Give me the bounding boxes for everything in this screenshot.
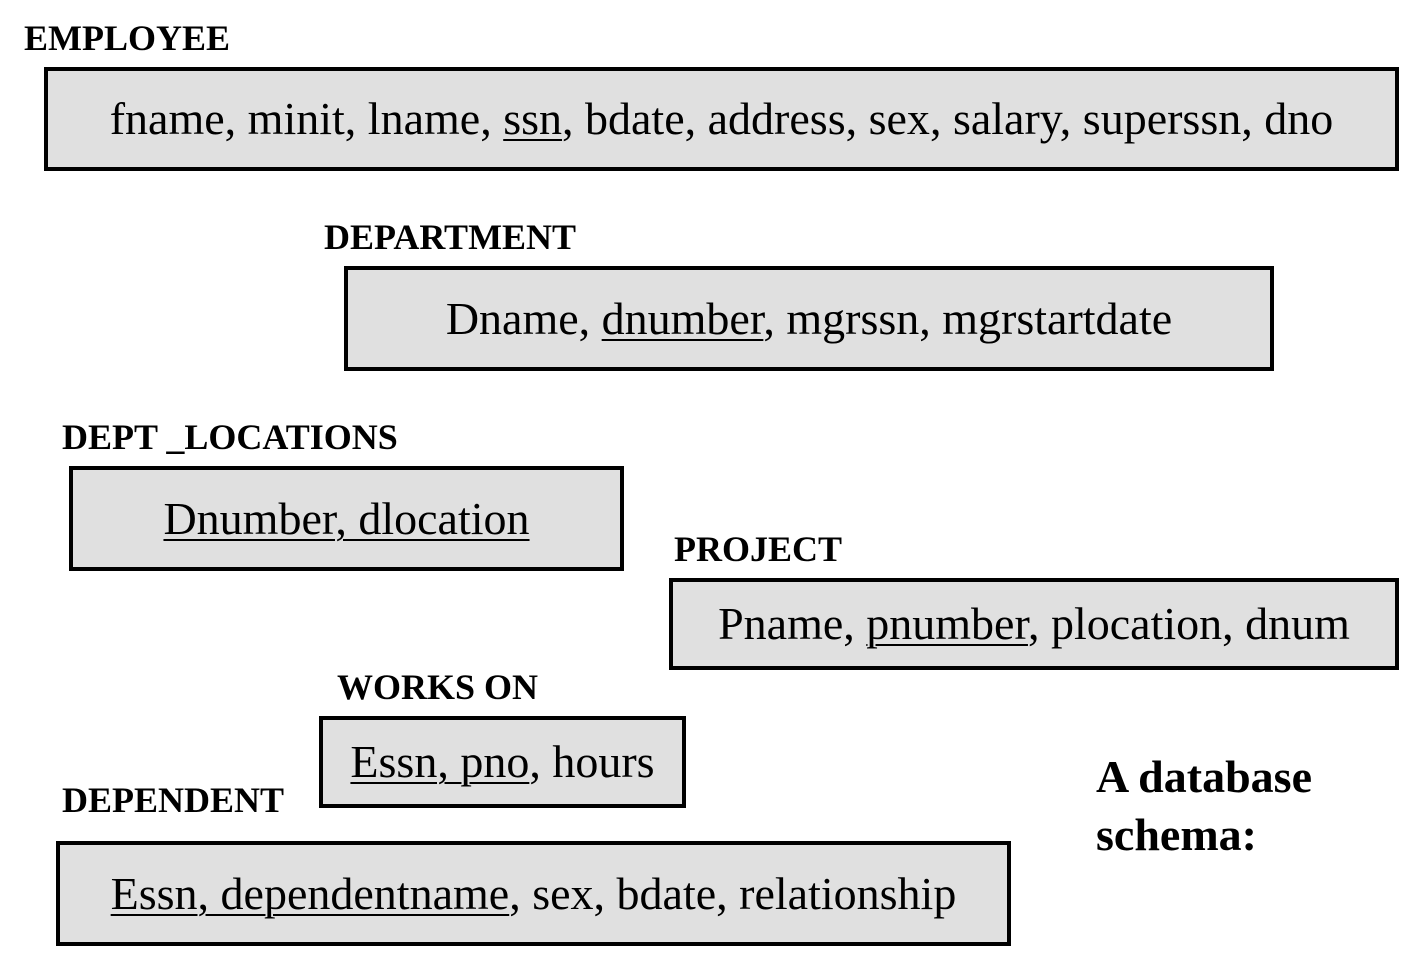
- department-relation-box: Dname, dnumber, mgrssn, mgrstartdate: [344, 266, 1274, 371]
- dept-locations-relation-name: DEPT _LOCATIONS: [62, 417, 398, 457]
- attribute-separator: ,: [1241, 93, 1265, 144]
- attribute-separator: ,: [480, 93, 504, 144]
- attribute: Pname: [718, 598, 844, 649]
- attribute: Dname: [445, 292, 579, 344]
- attribute: dno: [1264, 93, 1334, 144]
- dependent-attribute-list: Essn, dependentname, sex, bdate, relatio…: [110, 867, 957, 919]
- schema-caption: A database schema:: [1096, 751, 1312, 860]
- primary-key-attribute: dnumber: [601, 292, 764, 344]
- attribute: minit: [247, 93, 345, 144]
- works-on-attribute-list: Essn, pno, hours: [350, 739, 654, 785]
- attribute-separator: ,: [919, 292, 943, 344]
- project-attribute-list: Pname, pnumber, plocation, dnum: [718, 601, 1350, 647]
- attribute: hours: [552, 736, 655, 787]
- attribute-separator: ,: [716, 867, 740, 919]
- attribute-separator: ,: [562, 93, 586, 144]
- department-relation-name: DEPARTMENT: [324, 217, 577, 257]
- employee-relation-box: fname, minit, lname, ssn, bdate, address…: [44, 67, 1399, 171]
- works-on-relation-name: WORKS ON: [337, 667, 539, 707]
- dependent-relation-box: Essn, dependentname, sex, bdate, relatio…: [56, 841, 1011, 946]
- attribute-separator: ,: [1059, 93, 1083, 144]
- project-relation-name: PROJECT: [674, 529, 843, 569]
- dept-locations-relation-box: Dnumber, dlocation: [69, 466, 624, 571]
- department-attribute-list: Dname, dnumber, mgrssn, mgrstartdate: [445, 292, 1173, 344]
- attribute-separator: ,: [929, 93, 953, 144]
- attribute-separator: ,: [763, 292, 787, 344]
- attribute-separator: ,: [845, 93, 869, 144]
- attribute: lname: [367, 93, 481, 144]
- attribute-separator: ,: [1222, 598, 1246, 649]
- employee-attribute-list: fname, minit, lname, ssn, bdate, address…: [110, 96, 1334, 142]
- attribute: bdate: [616, 867, 717, 919]
- dependent-relation-name: DEPENDENT: [62, 780, 285, 820]
- attribute: mgrstartdate: [942, 292, 1173, 344]
- attribute: bdate: [585, 93, 685, 144]
- attribute-separator: ,: [684, 93, 708, 144]
- attribute: dnum: [1245, 598, 1350, 649]
- works-on-relation-box: Essn, pno, hours: [319, 716, 686, 808]
- attribute-separator: ,: [843, 598, 867, 649]
- attribute: plocation: [1050, 598, 1223, 649]
- attribute: sex: [868, 93, 930, 144]
- attribute: sex: [532, 867, 594, 919]
- primary-key-attribute: ssn: [503, 93, 563, 144]
- attribute-separator: ,: [509, 867, 533, 919]
- primary-key-attribute: Essn, pno: [350, 736, 530, 787]
- attribute: superssn: [1082, 93, 1242, 144]
- primary-key-attribute: pnumber: [866, 598, 1028, 649]
- primary-key-attribute: Essn, dependentname: [110, 867, 510, 919]
- attribute-separator: ,: [578, 292, 602, 344]
- project-relation-box: Pname, pnumber, plocation, dnum: [669, 578, 1399, 670]
- attribute-separator: ,: [224, 93, 248, 144]
- attribute: salary: [952, 93, 1060, 144]
- attribute: relationship: [739, 867, 957, 919]
- attribute-separator: ,: [1027, 598, 1051, 649]
- attribute-separator: ,: [344, 93, 368, 144]
- attribute: fname: [109, 93, 225, 144]
- attribute: mgrssn: [786, 292, 920, 344]
- primary-key-attribute: Dnumber, dlocation: [163, 492, 530, 544]
- dept-locations-attribute-list: Dnumber, dlocation: [163, 492, 530, 544]
- attribute-separator: ,: [529, 736, 553, 787]
- employee-relation-name: EMPLOYEE: [24, 18, 231, 58]
- attribute-separator: ,: [593, 867, 617, 919]
- attribute: address: [707, 93, 846, 144]
